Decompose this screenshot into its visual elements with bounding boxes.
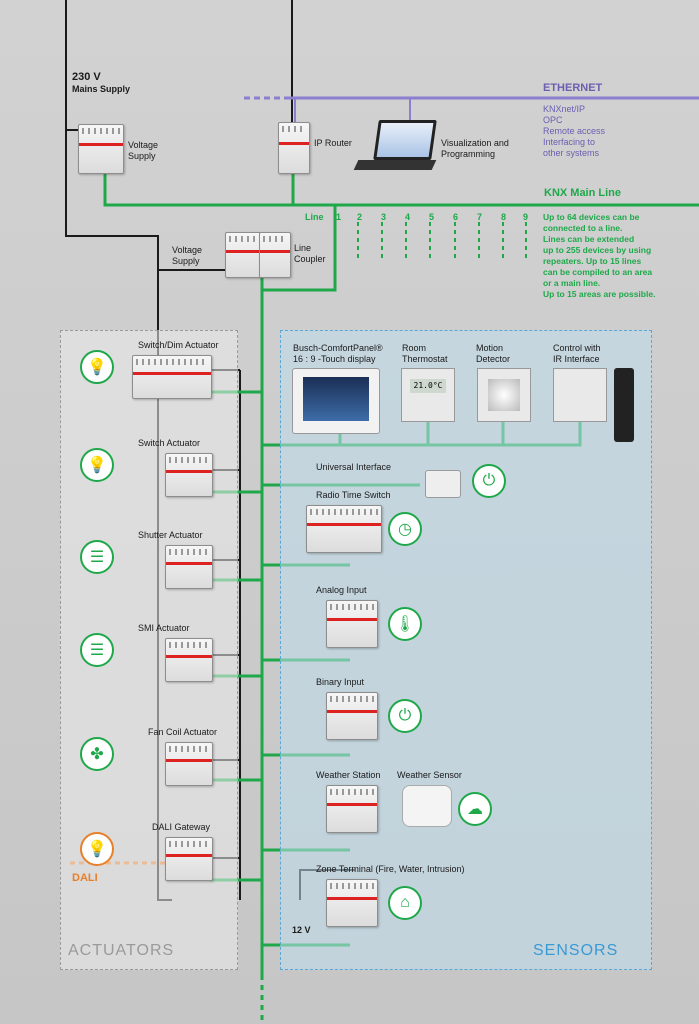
ethernet-item: Remote access	[543, 126, 606, 136]
ethernet-title: ETHERNET	[543, 82, 603, 94]
sensor-label: Universal Interface	[316, 462, 392, 472]
universal-interface-device	[425, 470, 461, 498]
motion-detector-label: Motion Detector	[476, 343, 511, 364]
knx-note: or a main line.	[543, 278, 601, 288]
dali-label: DALI	[72, 872, 98, 884]
line-number: 1	[336, 212, 342, 222]
knx-note: connected to a line.	[543, 223, 623, 233]
fan-icon: ✤	[80, 737, 114, 771]
line-number: 2	[357, 212, 363, 222]
line-coupler-device	[259, 232, 291, 278]
actuator-device	[165, 638, 213, 682]
knx-note: Lines can be extended	[543, 234, 635, 244]
sensor-device	[326, 785, 378, 833]
line-number: 7	[477, 212, 483, 222]
line-voltage-supply-device	[225, 232, 261, 278]
shutter-icon: ☰	[80, 540, 114, 574]
sensors-panel-title: SENSORS	[533, 942, 619, 959]
clock-icon: ◷	[388, 512, 422, 546]
remote-control-icon	[614, 368, 634, 442]
line-voltage-supply-label: Voltage Supply	[172, 245, 203, 266]
mains-voltage: 230 V	[72, 71, 101, 83]
line-number: 8	[501, 212, 507, 222]
actuator-label: SMI Actuator	[138, 623, 190, 633]
knx-main-line-title: KNX Main Line	[544, 187, 622, 199]
switch-icon: ⏻	[388, 699, 422, 733]
actuator-device	[165, 453, 213, 497]
sensor-label: Zone Terminal (Fire, Water, Intrusion)	[316, 864, 465, 874]
comfort-panel-device	[292, 368, 380, 434]
knx-note: can be compiled to an area	[543, 267, 653, 277]
ir-interface-device	[553, 368, 607, 422]
thermometer-icon: 🌡	[388, 607, 422, 641]
actuator-label: Switch/Dim Actuator	[138, 340, 219, 350]
line-number: 5	[429, 212, 435, 222]
ethernet-item: OPC	[543, 115, 563, 125]
actuator-label: Switch Actuator	[138, 438, 201, 448]
knx-note: Up to 64 devices can be	[543, 212, 640, 222]
motion-detector-device	[477, 368, 531, 422]
comfort-panel-label: Busch-ComfortPanel® 16 : 9 -Touch displa…	[293, 343, 383, 364]
knx-note: up to 255 devices by using	[543, 245, 652, 255]
weather-sensor-label: Weather Sensor	[397, 770, 462, 780]
voltage-supply-device	[78, 124, 124, 174]
weather-icon: ☁	[458, 792, 492, 826]
visualization-label: Visualization and Programming	[441, 138, 509, 159]
bulb-icon: 💡	[80, 832, 114, 866]
room-thermostat-label: Room Thermostat	[402, 343, 448, 364]
ir-interface-label: Control with IR Interface	[553, 343, 601, 364]
line-number: 6	[453, 212, 459, 222]
line-label: Line	[305, 212, 324, 222]
ethernet-item: Interfacing to	[543, 137, 596, 147]
bulb-icon: 💡	[80, 448, 114, 482]
ip-router-label: IP Router	[314, 138, 352, 148]
sensor-label: Binary Input	[316, 677, 365, 687]
knx-note: repeaters. Up to 15 lines	[543, 256, 642, 266]
ip-router-device	[278, 122, 310, 174]
sensors-panel	[280, 330, 652, 970]
ethernet-item: other systems	[543, 148, 600, 158]
sensor-device	[326, 879, 378, 927]
sensor-device	[326, 692, 378, 740]
actuator-device	[165, 837, 213, 881]
knx-notes: Up to 64 devices can be connected to a l…	[543, 212, 655, 300]
sensor-device	[326, 600, 378, 648]
shutter-icon: ☰	[80, 633, 114, 667]
actuator-label: Shutter Actuator	[138, 530, 203, 540]
laptop-icon	[348, 120, 438, 175]
actuator-device	[165, 545, 213, 589]
room-thermostat-device: 21.0°C	[401, 368, 455, 422]
actuator-label: Fan Coil Actuator	[148, 727, 218, 737]
mains-supply-label: Mains Supply	[72, 84, 131, 94]
bulb-icon: 💡	[80, 350, 114, 384]
actuator-device	[165, 742, 213, 786]
actuator-device	[132, 355, 212, 399]
knx-branch-lines	[357, 222, 527, 262]
sensor-label: Analog Input	[316, 585, 367, 595]
ethernet-wires	[244, 96, 699, 122]
sensor-label: Weather Station	[316, 770, 381, 780]
sensor-label: Radio Time Switch	[316, 490, 391, 500]
thermostat-display: 21.0°C	[410, 379, 446, 393]
house-icon: ⌂	[388, 886, 422, 920]
knx-note: Up to 15 areas are possible.	[543, 289, 656, 299]
voltage-12-label: 12 V	[292, 925, 311, 935]
ethernet-item: KNXnet/IP	[543, 104, 586, 114]
voltage-supply-label: Voltage Supply	[128, 140, 159, 161]
switch-icon: ⏻	[472, 464, 506, 498]
ethernet-list: KNXnet/IP OPC Remote access Interfacing …	[543, 104, 605, 159]
sensor-device	[306, 505, 382, 553]
line-number: 3	[381, 212, 387, 222]
line-coupler-label: Line Coupler	[294, 243, 326, 264]
line-number: 4	[405, 212, 411, 222]
actuator-label: DALI Gateway	[152, 822, 211, 832]
weather-sensor-device	[402, 785, 452, 827]
line-number: 9	[523, 212, 529, 222]
actuators-panel-title: ACTUATORS	[68, 942, 175, 959]
